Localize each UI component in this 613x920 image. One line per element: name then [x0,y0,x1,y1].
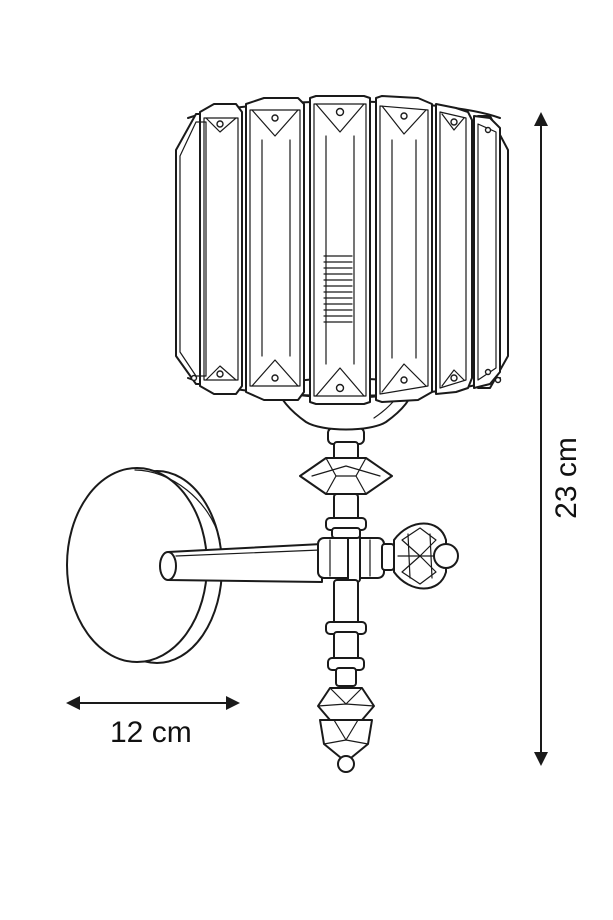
width-dimension-label: 12 cm [110,716,192,749]
crystal-shade [175,95,509,405]
height-dimension-label: 23 cm [550,437,583,519]
arm [159,533,385,583]
height-dimension-line [534,112,548,766]
width-dimension-line [66,696,240,710]
stem [299,427,393,687]
side-knob [381,522,459,590]
bottom-drop [317,687,375,773]
bulb-hint [323,255,353,323]
